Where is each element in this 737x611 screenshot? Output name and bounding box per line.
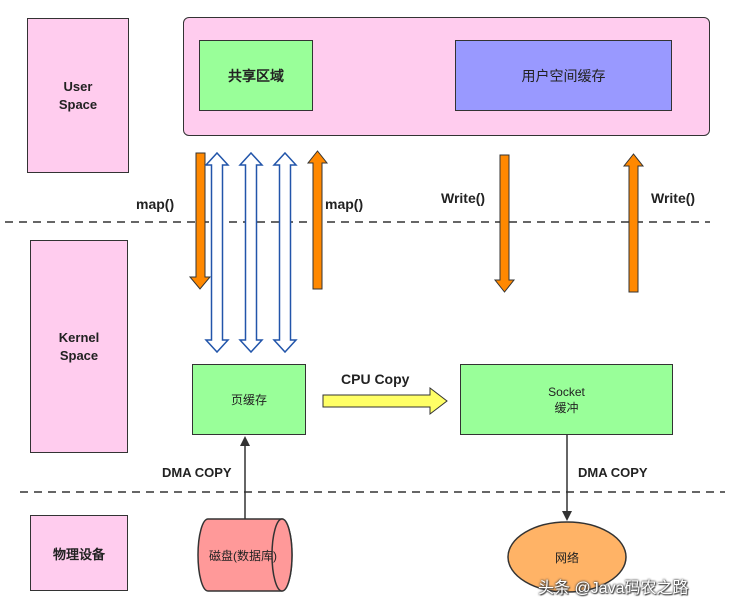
- dma-right-label: DMA COPY: [578, 465, 648, 480]
- user-buffer-box: 用户空间缓存: [455, 40, 672, 111]
- cpu-copy-arrow: [322, 386, 448, 416]
- page-cache-box: 页缓存: [192, 364, 306, 435]
- mmap-double-arrow-3: [272, 151, 298, 354]
- mmap-double-arrow-2: [238, 151, 264, 354]
- watermark-text: 头条 @Java码农之路: [538, 580, 689, 597]
- kernel-space-layer: Kernel Space: [30, 240, 128, 453]
- map-down-arrow: [188, 152, 212, 290]
- user-space-layer: User Space: [27, 18, 129, 173]
- disk-cylinder: [197, 518, 293, 592]
- map-up-arrow: [306, 150, 329, 290]
- network-label: 网络: [554, 551, 579, 565]
- write-down-arrow: [493, 154, 516, 293]
- mmap-double-arrow-1: [204, 151, 230, 354]
- cpu-copy-label: CPU Copy: [341, 371, 410, 387]
- map-left-label: map(): [136, 196, 175, 212]
- physical-device-layer: 物理设备: [30, 515, 128, 591]
- shared-region-box: 共享区域: [199, 40, 313, 111]
- network-ellipse: [507, 521, 627, 593]
- map-right-label: map(): [325, 196, 364, 212]
- write-right-label: Write(): [651, 190, 696, 206]
- disk-label: 磁盘(数据库): [209, 549, 277, 563]
- dma-left-label: DMA COPY: [162, 465, 232, 480]
- write-left-label: Write(): [441, 190, 486, 206]
- write-up-arrow: [622, 153, 645, 293]
- socket-buffer-box: Socket 缓冲: [460, 364, 673, 435]
